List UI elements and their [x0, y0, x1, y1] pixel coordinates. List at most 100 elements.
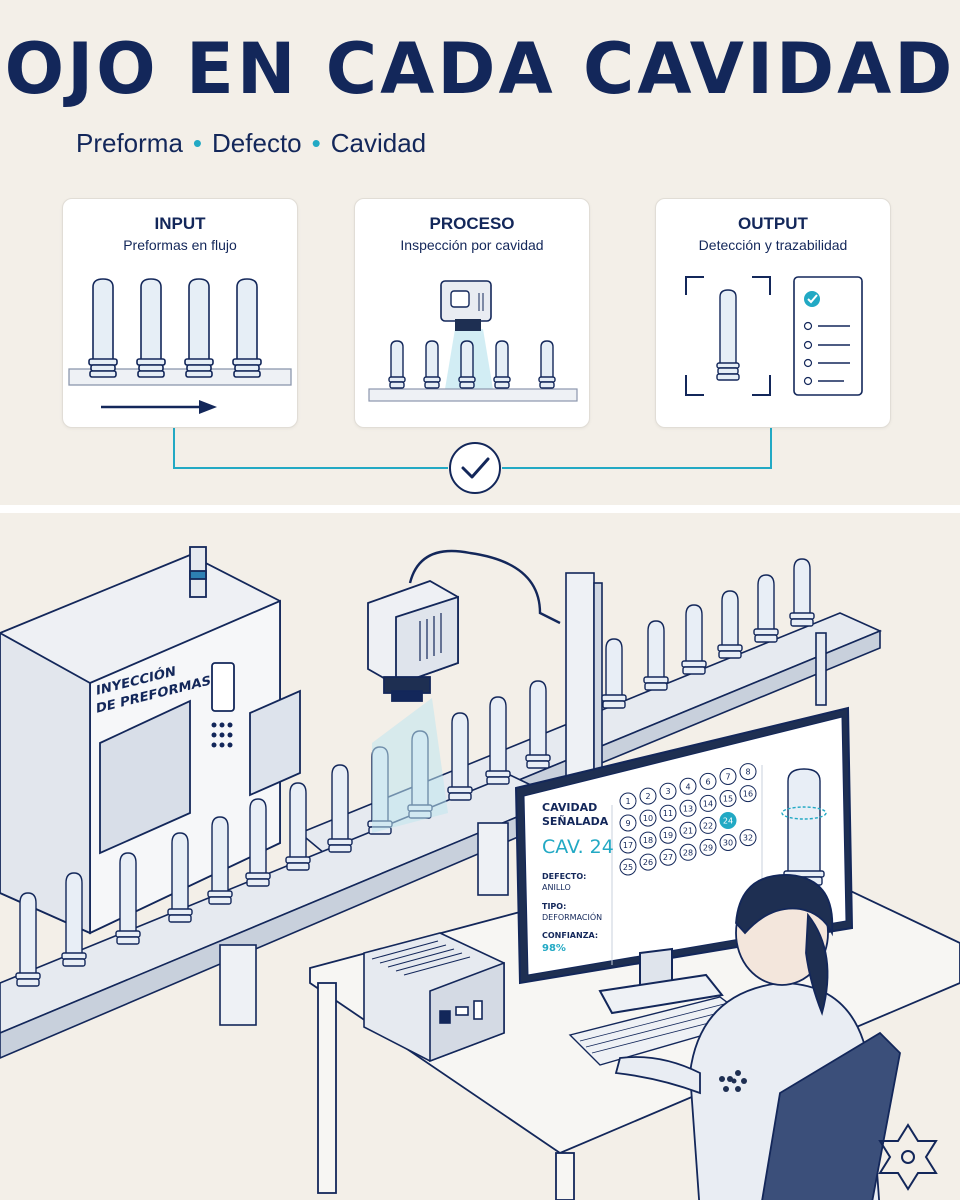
cavity-cell-label: 28	[683, 848, 693, 857]
cavity-cell-label: 32	[743, 834, 753, 843]
bullet-dot: •	[192, 128, 203, 158]
subtitle-item-defecto: Defecto	[212, 128, 302, 158]
edge-computer	[363, 932, 505, 1063]
cavity-cell	[739, 829, 757, 847]
defect-value: ANILLO	[542, 883, 571, 892]
cavity-cell-label: 22	[703, 821, 713, 830]
monitor-info: CAVIDAD SEÑALADA CAV. 24 DEFECTO: ANILLO…	[542, 801, 614, 954]
cavity-cell	[679, 777, 697, 795]
confidence-value: 98%	[542, 943, 566, 954]
monitor-label-line2: SEÑALADA	[542, 815, 609, 828]
cavity-cell	[719, 790, 737, 807]
preform-preview	[781, 768, 827, 886]
cavity-cell	[659, 782, 677, 800]
badge-dots	[719, 1070, 747, 1092]
checklist-icon	[793, 276, 863, 396]
cavity-cell-label: 3	[665, 787, 670, 796]
cavity-cell	[639, 787, 657, 805]
cavity-cell	[739, 785, 757, 803]
cavity-cell-label: 18	[643, 836, 653, 845]
cavity-cell	[679, 843, 697, 861]
factory-scene: INYECCIÓN DE PREFORMAS	[0, 513, 960, 1200]
cavity-cell-label: 30	[723, 839, 733, 848]
cavity-grid: 1 2 3 4 6 7 8 9 10 11 13 14 15 16 17 18 19 21 22 24 25 26 27 28…	[619, 763, 757, 876]
cavity-cell	[639, 853, 657, 871]
cavity-cell-label: 21	[683, 826, 693, 835]
cavity-cell-label: 19	[663, 831, 673, 840]
cavity-cell-label: 24	[723, 817, 733, 826]
card-subtitle: Preformas en flujo	[123, 237, 237, 253]
focus-frame-icon	[685, 276, 771, 396]
cavity-cell-label: 2	[645, 792, 650, 801]
bullet-dot: •	[311, 128, 321, 158]
cavity-cell	[699, 772, 717, 790]
cavity-cell-label: 14	[703, 799, 713, 808]
cavity-cell-label: 26	[643, 858, 653, 867]
preforms-upper	[601, 558, 815, 709]
cavity-cell-label: 29	[703, 843, 713, 852]
card-title: INPUT	[154, 214, 206, 233]
camera-inspection-illustration	[368, 280, 578, 402]
cavity-cell	[619, 814, 637, 832]
cavity-cell-label: 6	[705, 777, 710, 786]
cavity-cell-label: 15	[723, 795, 733, 804]
cavity-cell-label: 25	[623, 863, 633, 872]
subtitle: Preforma • Defecto • Cavidad	[76, 128, 426, 159]
checkmark-icon	[449, 442, 501, 494]
cavity-cell-label: 16	[743, 790, 753, 799]
cavity-cell	[679, 821, 697, 839]
type-label: TIPO:	[542, 902, 566, 911]
cavity-cell-label: 13	[683, 804, 693, 813]
cavity-cell-label: 4	[685, 782, 690, 791]
card-subtitle: Inspección por cavidad	[400, 237, 544, 253]
subtitle-item-preforma: Preforma	[76, 128, 183, 158]
arrow-right-icon	[101, 400, 217, 414]
conveyor-lower	[0, 774, 562, 1059]
cavity-cell	[659, 826, 677, 844]
card-title: PROCESO	[429, 214, 515, 233]
flow-connector	[173, 428, 772, 494]
camera-icon	[440, 280, 492, 331]
type-value: DEFORMACIÓN	[542, 911, 602, 922]
card-output: OUTPUT Detección y trazabilidad	[655, 198, 891, 428]
cavity-cell	[619, 858, 637, 876]
cavity-cell	[699, 794, 717, 812]
cavity-cell	[639, 809, 657, 827]
cavity-cell-label: 9	[625, 819, 630, 828]
operator	[614, 874, 901, 1200]
cavity-cell	[619, 792, 637, 810]
cavity-cell	[639, 831, 657, 849]
card-subtitle: Detección y trazabilidad	[698, 237, 848, 253]
cavity-cell-label: 11	[663, 809, 673, 818]
cavity-cell	[699, 838, 717, 856]
preforms-flow-illustration	[68, 278, 292, 414]
cavity-cell-label: 7	[725, 773, 730, 782]
cavity-cell	[659, 804, 677, 822]
defect-label: DEFECTO:	[542, 872, 586, 881]
cavity-cell	[679, 799, 697, 817]
page-title: OJO EN CADA CAVIDAD	[4, 28, 956, 110]
cavity-cell	[619, 836, 637, 854]
card-proceso: PROCESO Inspección por cavidad	[354, 198, 590, 428]
cavity-cell-label: 10	[643, 814, 653, 823]
cavity-cell-label: 1	[625, 797, 630, 806]
cavity-cell	[719, 768, 737, 785]
detection-illustration	[685, 276, 863, 396]
injection-machine: INYECCIÓN DE PREFORMAS	[0, 546, 301, 935]
subtitle-item-cavidad: Cavidad	[330, 128, 427, 158]
cavity-cell	[719, 812, 737, 829]
cavity-cell-label: 8	[745, 768, 750, 777]
cavity-cell-label: 17	[623, 841, 633, 850]
cavity-cell	[699, 816, 717, 834]
card-title: OUTPUT	[738, 214, 808, 233]
confidence-label: CONFIANZA:	[542, 931, 598, 940]
inspection-camera	[367, 549, 561, 833]
process-panel: OJO EN CADA CAVIDAD Preforma • Defecto • Cav…	[0, 0, 960, 505]
cavity-cell	[739, 763, 757, 781]
cavity-value: CAV. 24	[542, 836, 614, 858]
section-divider	[0, 505, 960, 513]
card-input: INPUT Preformas en flujo	[62, 198, 298, 428]
cavity-cell	[659, 848, 677, 866]
monitor-label-line1: CAVIDAD	[542, 801, 597, 814]
cavity-cell-label: 27	[663, 853, 673, 862]
